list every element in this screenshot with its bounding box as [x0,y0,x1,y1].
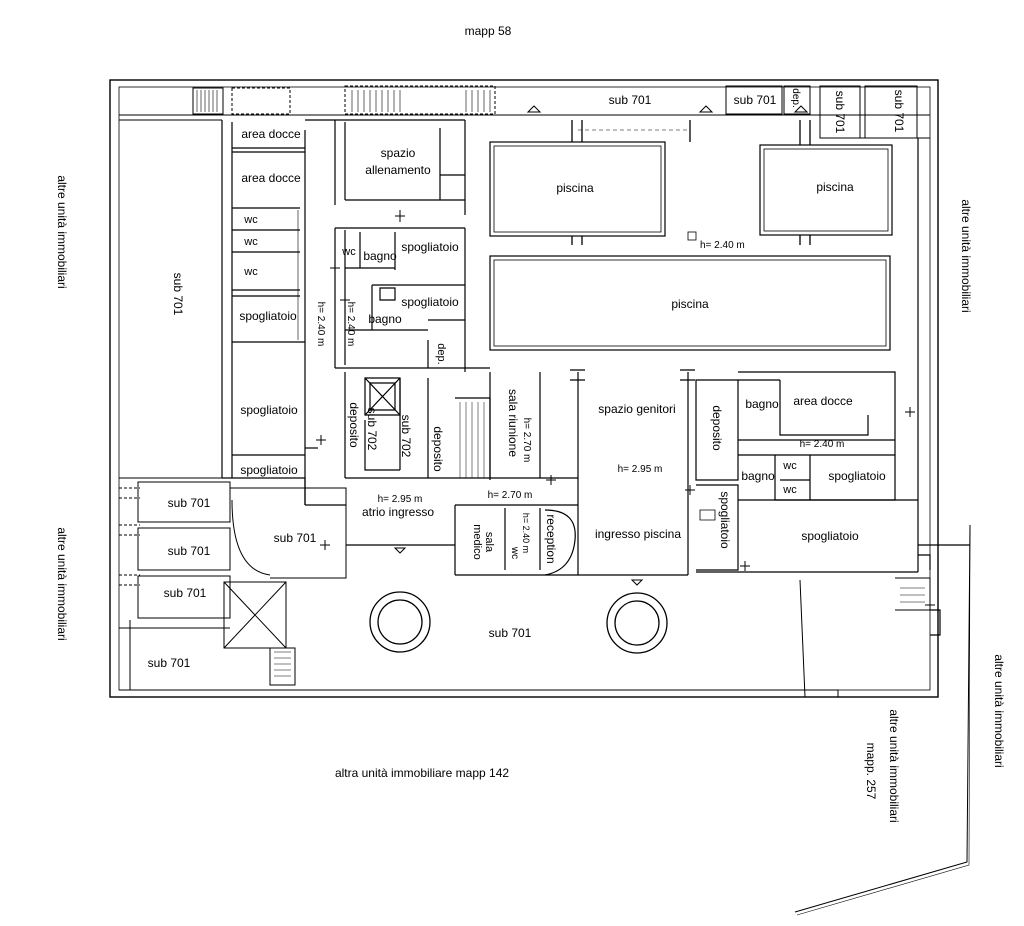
label-neighbours-right-far: altre unità immobiliari [992,654,1006,767]
label-height-mid: h= 2.40 m [345,302,356,347]
label-reception: reception [544,514,558,563]
label-height-genitori: h= 2.95 m [618,464,663,475]
label-spazio-genitori: spazio genitori [598,402,675,416]
label-spogliatoio-6: spogliatoio [828,469,886,483]
label-wc-2: wc [243,236,258,248]
label-area-docce-2: area docce [241,171,301,185]
label-sub701-left: sub 701 [171,273,185,316]
label-height-riunione: h= 2.70 m [521,418,532,463]
label-sala-riunione: sala riunione [506,389,520,457]
label-deposito-1: deposito [347,402,361,448]
label-deposito-3: deposito [710,405,724,451]
label-wc-7: wc [509,546,520,559]
label-mapp58: mapp 58 [465,24,512,38]
label-sub701-a: sub 701 [168,496,211,510]
label-height-left: h= 2.40 m [315,302,326,347]
label-sala: sala [483,532,495,553]
label-deposito-2: deposito [431,426,445,472]
label-height-atrio: h= 2.95 m [378,494,423,505]
top-strip [119,85,930,139]
label-spogliatoio-2: spogliatoio [240,403,298,417]
pools [489,120,893,351]
label-height-pool: h= 2.40 m [700,240,745,251]
label-sub702-1: sub 702 [365,408,379,451]
label-allenamento: allenamento [365,163,431,177]
label-spogliatoio-5: spogliatoio [401,295,459,309]
label-neighbours-right-upper: altre unità immobiliari [959,199,973,312]
label-atrio-ingresso: atrio ingresso [362,505,434,519]
label-sub701-vertical-2: sub 701 [892,90,906,133]
label-bagno-1: bagno [363,249,397,263]
label-wc-1: wc [243,214,258,226]
label-sub701-e: sub 701 [148,656,191,670]
label-wc-4: wc [341,246,356,258]
label-sub701-top-small: sub 701 [734,93,777,107]
label-height-right: h= 2.40 m [800,439,845,450]
label-ingresso-piscina: ingresso piscina [595,527,681,541]
label-piscina-3: piscina [671,297,709,311]
label-spogliatoio-8: spogliatoio [801,529,859,543]
label-wc-3: wc [243,266,258,278]
label-piscina-2: piscina [816,180,854,194]
label-height-wc: h= 2.40 m [521,513,531,553]
label-piscina-1: piscina [556,181,594,195]
label-mapp257: mapp. 257 [864,743,878,800]
label-height-corridor: h= 2.70 m [488,490,533,501]
outer-walls [109,79,939,698]
label-sub701-top: sub 701 [609,93,652,107]
circular-features [369,591,668,654]
label-spogliatoio-1: spogliatoio [239,309,297,323]
label-wc-5: wc [782,460,797,472]
door-markers [316,105,935,610]
center-rooms [305,119,578,576]
label-bagno-2: bagno [368,312,402,326]
label-spogliatoio-7: spogliatoio [718,491,732,549]
label-sub701-vertical-1: sub 701 [833,91,847,134]
room-labels: sub 701 sub 701 dep. sub 701 sub 701 are… [148,88,906,670]
label-spogliatoio-4: spogliatoio [401,240,459,254]
label-spazio: spazio [381,146,416,160]
label-wc-6: wc [782,484,797,496]
label-area-docce-3: area docce [793,394,853,408]
label-dep-mid: dep. [435,343,447,364]
left-lower-rooms [119,477,347,690]
label-neighbours-left-upper: altre unità immobiliari [55,175,69,288]
label-sub701-d: sub 701 [164,586,207,600]
label-neighbours-left-lower: altre unità immobiliari [55,527,69,640]
right-rooms [570,138,970,636]
label-bagno-4: bagno [741,469,775,483]
label-mapp142: altra unità immobiliare mapp 142 [335,766,509,780]
label-spogliatoio-3: spogliatoio [240,463,298,477]
label-sub702-2: sub 702 [399,415,413,458]
label-area-docce-1: area docce [241,127,301,141]
label-bagno-3: bagno [745,397,779,411]
label-medico: medico [471,524,483,559]
label-sub701-c: sub 701 [168,544,211,558]
label-sub701-b: sub 701 [274,531,317,545]
label-dep-top: dep. [790,88,801,107]
left-rooms [221,120,318,505]
property-boundary [794,524,971,916]
label-neighbours-bottom-right: altre unità immobiliari [887,709,901,822]
label-sub701-bottom: sub 701 [489,626,532,640]
